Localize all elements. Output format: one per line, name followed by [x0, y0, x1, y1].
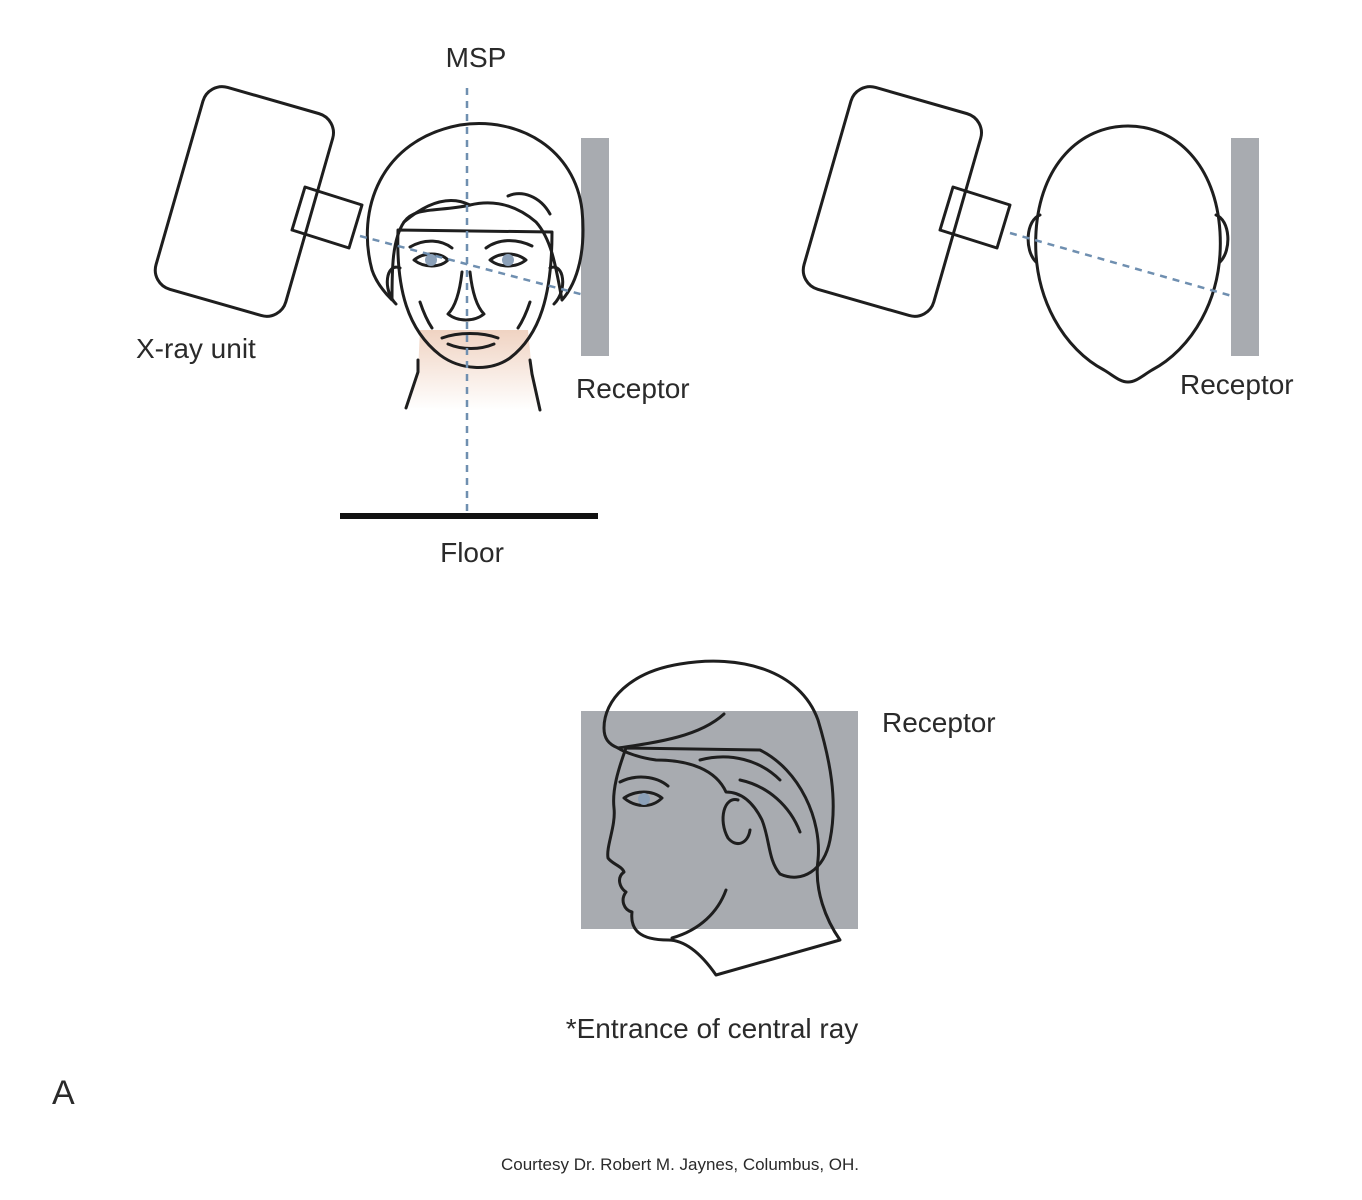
top-view: Receptor — [801, 85, 1294, 400]
front-face — [396, 228, 554, 369]
top-head — [1034, 124, 1222, 384]
top-central-ray — [1009, 231, 1233, 298]
top-receptor-label: Receptor — [1180, 369, 1294, 400]
front-receptor-plate — [581, 138, 609, 356]
front-neck — [408, 330, 540, 410]
front-hair — [365, 122, 585, 302]
panel-letter: A — [52, 1074, 75, 1112]
entrance-note: *Entrance of central ray — [566, 1013, 859, 1044]
front-receptor-label: Receptor — [576, 373, 690, 404]
side-view: Receptor *Entrance of central ray — [566, 659, 996, 1044]
side-hair — [602, 659, 835, 879]
side-receptor-label: Receptor — [882, 707, 996, 738]
floor-label: Floor — [440, 537, 504, 568]
xray-unit-label: X-ray unit — [136, 333, 256, 364]
front-view: MSP X-ray unit Receptor Floor — [136, 42, 690, 568]
msp-label: MSP — [446, 42, 507, 73]
front-xray-unit — [153, 85, 364, 318]
top-receptor-plate — [1231, 138, 1259, 356]
credit-line: Courtesy Dr. Robert M. Jaynes, Columbus,… — [501, 1155, 859, 1174]
top-xray-unit — [801, 85, 1012, 318]
